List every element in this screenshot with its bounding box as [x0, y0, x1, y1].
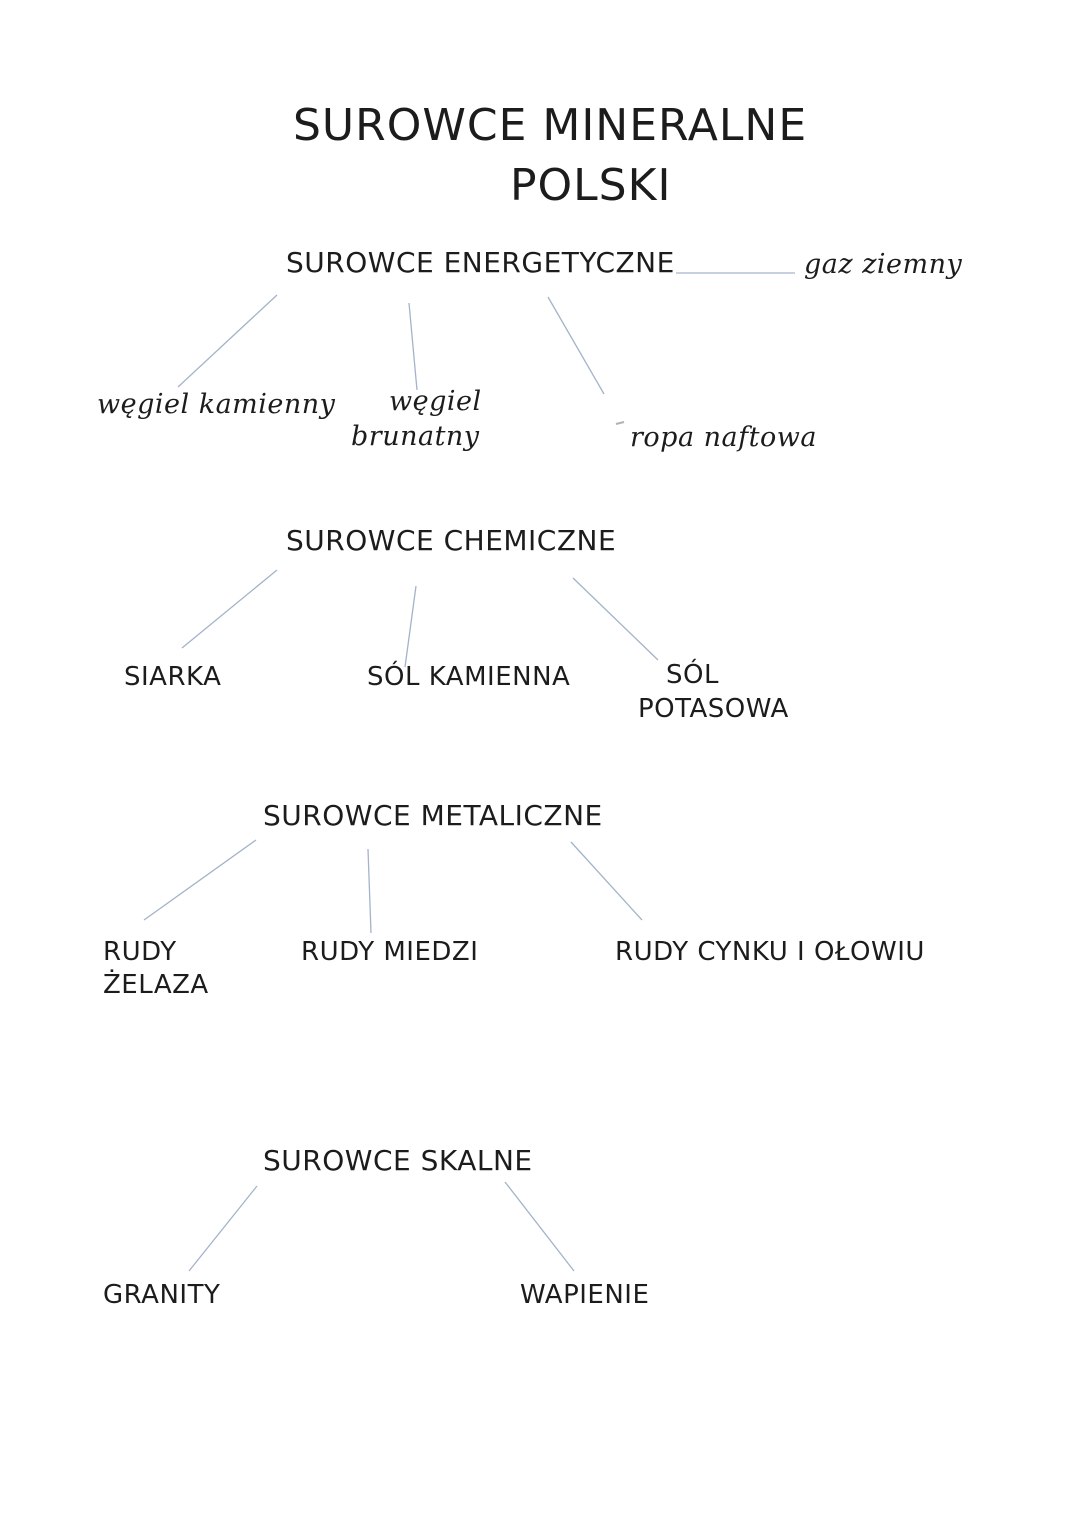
leaf-wapienie: WAPIENIE: [520, 1280, 650, 1310]
connector-metaliczne-rudy-zelaza: [143, 839, 257, 921]
section-skalne-label: SUROWCE SKALNE: [263, 1144, 533, 1177]
connector-skalne-wapienie: [504, 1181, 575, 1272]
connector-chemiczne-sol-potasowa: [572, 577, 659, 661]
stray-pen-mark: [615, 421, 625, 425]
connector-metaliczne-rudy-miedzi: [367, 848, 372, 934]
connector-energetyczne-ropa-naftowa: [547, 296, 605, 395]
leaf-rudy-cynku-i-olowiu: RUDY CYNKU I OŁOWIU: [615, 937, 925, 967]
section-energetyczne-label: SUROWCE ENERGETYCZNE: [286, 246, 675, 279]
leaf-siarka: SIARKA: [124, 662, 222, 692]
page-title-line2: POLSKI: [510, 160, 672, 211]
leaf-rudy-zelaza-line1: RUDY: [103, 937, 177, 967]
section-metaliczne-label: SUROWCE METALICZNE: [263, 799, 603, 832]
leaf-wegiel-brunatny-line1: węgiel: [389, 386, 482, 417]
leaf-wegiel-kamienny: węgiel kamienny: [97, 389, 336, 420]
leaf-sol-potasowa-line2: POTASOWA: [638, 694, 789, 724]
leaf-rudy-miedzi: RUDY MIEDZI: [301, 937, 479, 967]
leaf-ropa-naftowa: ropa naftowa: [630, 422, 817, 453]
connector-chemiczne-sol-kamienna: [404, 585, 417, 668]
leaf-granity: GRANITY: [103, 1280, 221, 1310]
connector-energetyczne-wegiel-brunatny: [408, 302, 418, 391]
page-title-line1: SUROWCE MINERALNE: [293, 100, 808, 151]
connector-metaliczne-rudy-cynku: [570, 841, 643, 921]
leaf-rudy-zelaza-line2: ŻELAZA: [103, 970, 209, 1000]
leaf-wegiel-brunatny-line2: brunatny: [351, 421, 480, 452]
connector-chemiczne-siarka: [181, 569, 278, 649]
connector-energetyczne-wegiel-kamienny: [177, 294, 278, 388]
leaf-sol-potasowa-line1: SÓL: [666, 660, 719, 690]
leaf-sol-kamienna: SÓL KAMIENNA: [367, 662, 571, 692]
connector-skalne-granity: [188, 1185, 258, 1272]
leaf-gaz-ziemny: gaz ziemny: [804, 249, 963, 280]
section-chemiczne-label: SUROWCE CHEMICZNE: [286, 524, 617, 557]
